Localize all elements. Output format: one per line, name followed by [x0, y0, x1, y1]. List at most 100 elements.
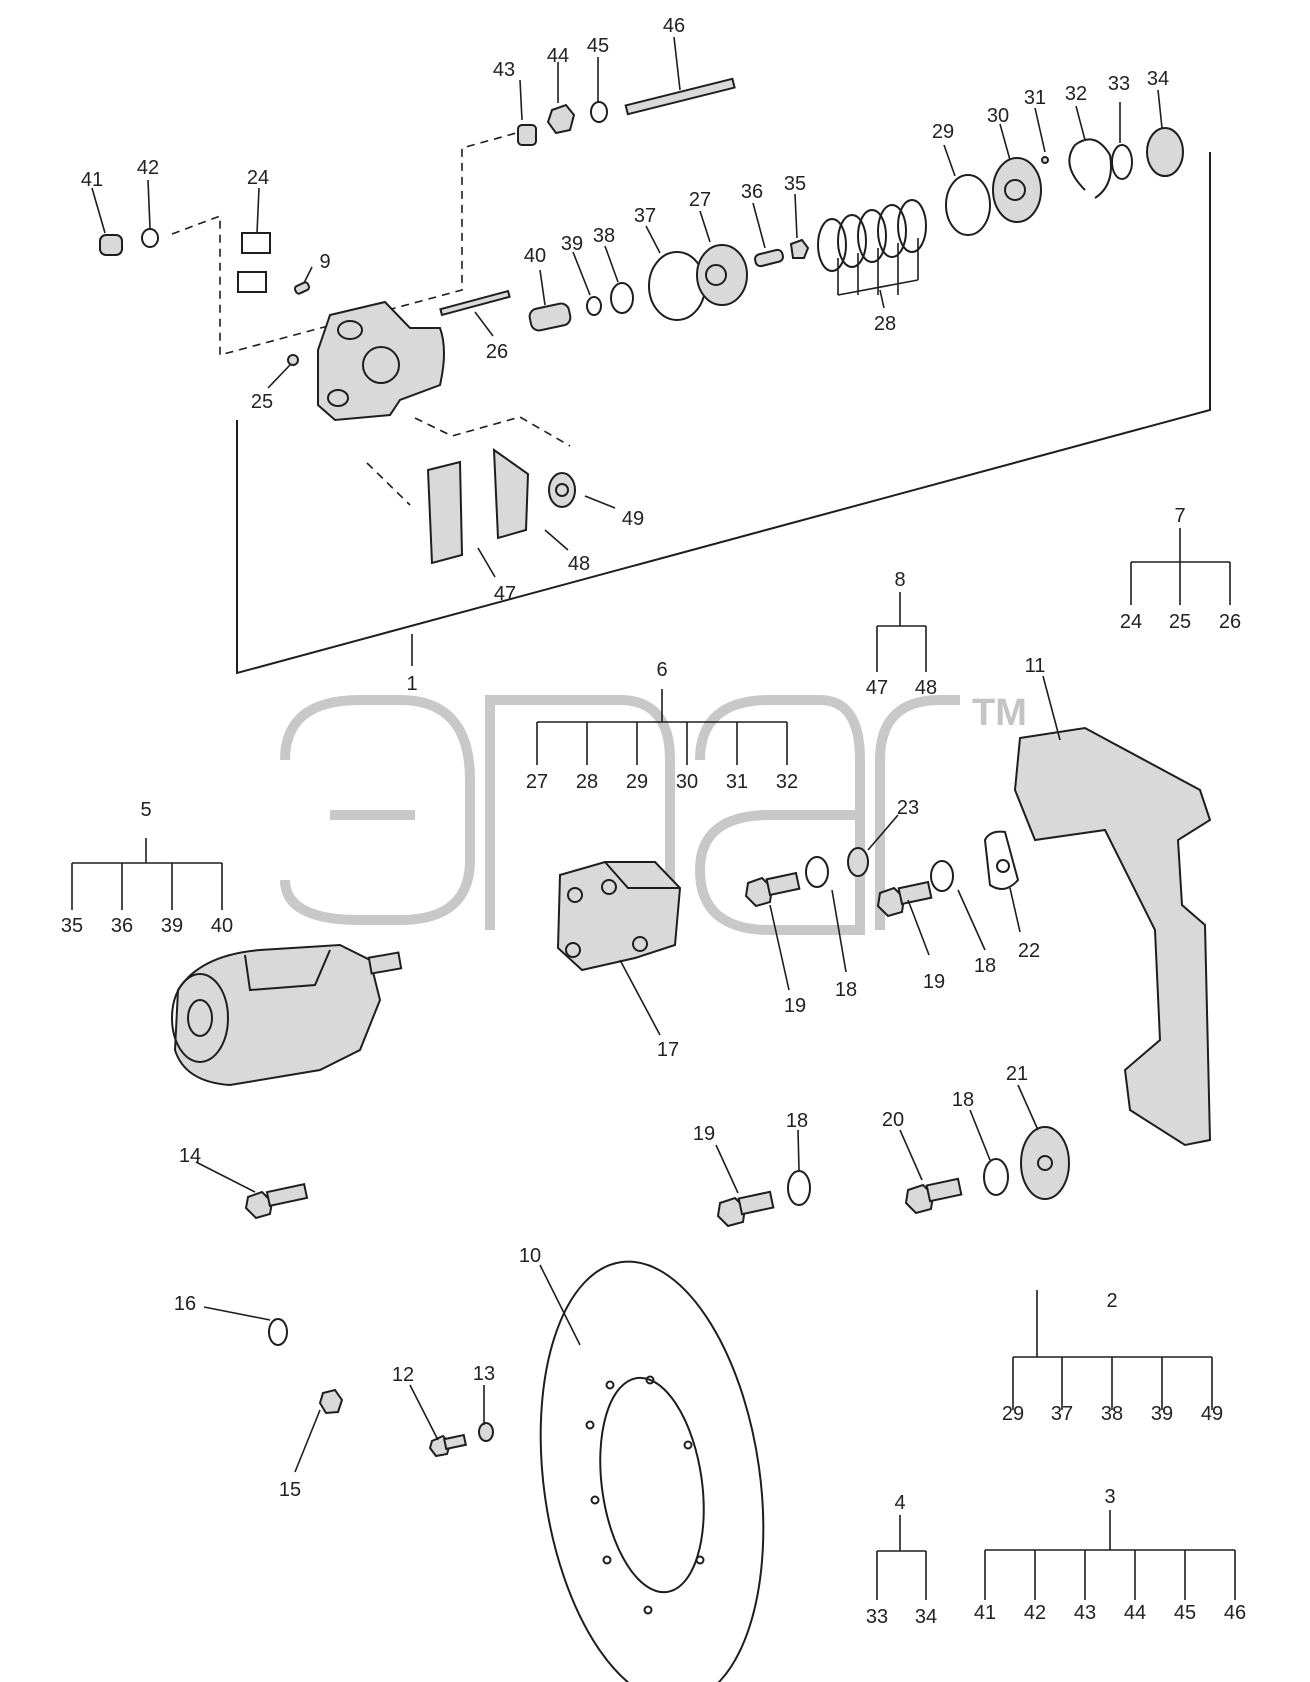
- callout-25: 25: [251, 391, 273, 413]
- callout-45: 45: [587, 35, 609, 57]
- group-3-item: 42: [1024, 1602, 1046, 1624]
- caliper-body: [317, 300, 445, 422]
- leader-lines: [91, 36, 1163, 1473]
- kit-group-7: 7 24 25 26: [1120, 505, 1241, 633]
- group-3-item: 43: [1074, 1602, 1096, 1624]
- callout-17: 17: [657, 1039, 679, 1061]
- group-5-head: 5: [140, 799, 151, 821]
- callout-47: 47: [494, 583, 516, 605]
- callout-26: 26: [486, 341, 508, 363]
- group-3-item: 41: [974, 1602, 996, 1624]
- callout-31: 31: [1024, 87, 1046, 109]
- kit-group-6: 6 27 28 29 30 31 32: [526, 659, 798, 793]
- callout-11: 11: [1025, 655, 1046, 677]
- watermark: TM: [280, 692, 1027, 935]
- dashed-guide-pads: [366, 416, 571, 506]
- kit-group-5: 5 35 36 39 40: [61, 799, 233, 937]
- lower-fasteners: [244, 1126, 1070, 1458]
- group-6-item: 28: [576, 771, 598, 793]
- group-6-item: 29: [626, 771, 648, 793]
- kit-group-8: 8 47 48: [866, 569, 937, 699]
- callout-48: 48: [568, 553, 590, 575]
- callout-34: 34: [1147, 68, 1169, 90]
- group-2-item: 29: [1002, 1403, 1024, 1425]
- callout-12: 12: [392, 1364, 414, 1386]
- callout-18-a: 18: [835, 979, 857, 1001]
- callout-13: 13: [473, 1363, 495, 1385]
- callout-39: 39: [561, 233, 583, 255]
- pump-assembly: [171, 943, 403, 1087]
- callout-10: 10: [519, 1245, 541, 1267]
- group-3-head: 3: [1104, 1486, 1115, 1508]
- caliper-assembly-frame: [236, 152, 1211, 675]
- callout-18-d: 18: [952, 1089, 974, 1111]
- callout-29: 29: [932, 121, 954, 143]
- group-5-item: 40: [211, 915, 233, 937]
- mid-fasteners: [744, 830, 1020, 918]
- group-6-item: 30: [676, 771, 698, 793]
- kit-group-2: 2 29 37 38 39 49: [1002, 1290, 1223, 1425]
- callout-24: 24: [247, 167, 269, 189]
- callout-20: 20: [882, 1109, 904, 1131]
- callout-38: 38: [593, 225, 615, 247]
- group-7-item: 24: [1120, 611, 1142, 633]
- group-2-item: 38: [1101, 1403, 1123, 1425]
- callout-46: 46: [663, 15, 685, 37]
- callout-42: 42: [137, 157, 159, 179]
- group-3-item: 46: [1224, 1602, 1246, 1624]
- callout-19-b: 19: [923, 971, 945, 993]
- group-3-item: 45: [1174, 1602, 1196, 1624]
- group-8-head: 8: [894, 569, 905, 591]
- callout-18-c: 18: [786, 1110, 808, 1132]
- group-6-item: 31: [726, 771, 748, 793]
- group-6-item: 32: [776, 771, 798, 793]
- callout-37: 37: [634, 205, 656, 227]
- callout-15: 15: [279, 1479, 301, 1501]
- callout-36: 36: [741, 181, 763, 203]
- group-8-item: 47: [866, 677, 888, 699]
- callout-14: 14: [179, 1145, 201, 1167]
- watermark-tm: TM: [972, 692, 1027, 734]
- group-brackets: [71, 528, 1236, 1600]
- group-5-item: 39: [161, 915, 183, 937]
- callout-19-a: 19: [784, 995, 806, 1017]
- callout-41: 41: [81, 169, 103, 191]
- group-2-item: 39: [1151, 1403, 1173, 1425]
- callout-27: 27: [689, 189, 711, 211]
- group-6-head: 6: [656, 659, 667, 681]
- group-3-item: 44: [1124, 1602, 1146, 1624]
- mounting-bracket: [1013, 726, 1212, 1147]
- group-2-item: 49: [1201, 1403, 1223, 1425]
- callout-18-b: 18: [974, 955, 996, 977]
- group-4-item: 33: [866, 1606, 888, 1628]
- callout-23: 23: [897, 797, 919, 819]
- callout-28: 28: [874, 313, 896, 335]
- group-5-item: 35: [61, 915, 83, 937]
- callout-35: 35: [784, 173, 806, 195]
- brake-disc: [539, 1260, 765, 1682]
- group-6-item: 27: [526, 771, 548, 793]
- group-2-item: 37: [1051, 1403, 1073, 1425]
- callout-16: 16: [174, 1293, 196, 1315]
- group-2-head: 2: [1106, 1290, 1117, 1312]
- callout-40: 40: [524, 245, 546, 267]
- adapter-block: [556, 861, 682, 972]
- callout-1: 1: [406, 673, 417, 695]
- group-7-item: 26: [1219, 611, 1241, 633]
- group-4-head: 4: [894, 1492, 905, 1514]
- kit-group-4: 4 33 34: [866, 1492, 937, 1628]
- group-7-head: 7: [1174, 505, 1185, 527]
- callout-labels: 1 9 10 11 12 13 14 15 16 17 18 18 18 18 …: [81, 15, 1169, 1501]
- part-shapes: [99, 77, 1184, 565]
- group-4-item: 34: [915, 1606, 937, 1628]
- callout-32: 32: [1065, 83, 1087, 105]
- callout-49: 49: [622, 508, 644, 530]
- callout-21: 21: [1006, 1063, 1028, 1085]
- callout-43: 43: [493, 59, 515, 81]
- callout-33: 33: [1108, 73, 1130, 95]
- callout-9: 9: [319, 251, 330, 273]
- group-5-item: 36: [111, 915, 133, 937]
- callout-30: 30: [987, 105, 1009, 127]
- callout-44: 44: [547, 45, 569, 67]
